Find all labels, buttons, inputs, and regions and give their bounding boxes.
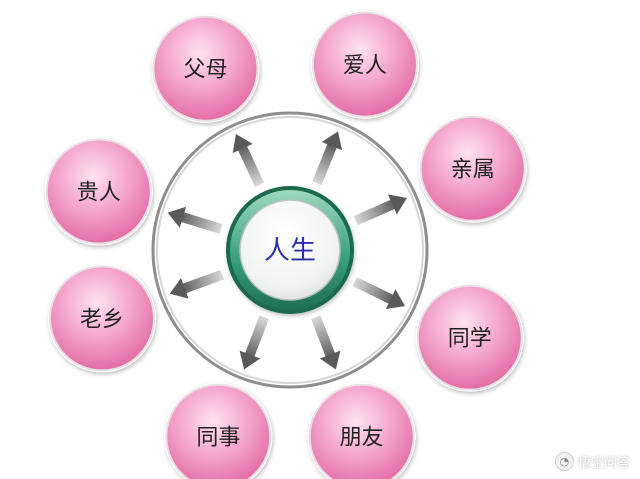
center-node: 人生 <box>226 186 354 314</box>
relation-node-4: 朋友 <box>307 382 416 479</box>
relation-node-1: 爱人 <box>310 10 419 119</box>
relation-node-6: 老乡 <box>48 264 157 373</box>
arrow-shaft <box>179 211 223 234</box>
arrow-2 <box>353 194 407 226</box>
arrow-head <box>319 350 341 370</box>
node-bubble <box>308 383 415 479</box>
arrow-head <box>169 277 189 299</box>
arrow-1 <box>312 131 343 186</box>
node-bubble <box>311 11 418 118</box>
node-bubble <box>419 115 526 222</box>
arrow-shaft <box>181 269 225 294</box>
arrow-shaft <box>352 277 395 305</box>
relation-node-7: 贵人 <box>44 137 153 246</box>
relation-node-3: 同学 <box>415 283 524 392</box>
node-bubble <box>45 138 152 245</box>
arrow-3 <box>352 277 406 309</box>
relation-node-5: 同事 <box>164 382 273 479</box>
outer-orbit-ring <box>151 111 429 389</box>
arrow-shaft <box>312 142 338 186</box>
arrow-head <box>387 194 407 215</box>
arrow-6 <box>169 269 225 299</box>
watermark: ◔ 悟空问答 <box>554 452 630 471</box>
arrow-head <box>385 289 406 309</box>
arrow-0 <box>232 133 265 187</box>
node-bubble <box>49 265 156 372</box>
center-face <box>239 199 341 301</box>
node-label: 同事 <box>196 426 240 451</box>
arrow-head <box>232 133 253 154</box>
arrow-shaft <box>311 315 336 359</box>
center-label: 人生 <box>264 236 316 266</box>
arrow-head <box>321 131 343 151</box>
arrow-shaft <box>244 315 269 359</box>
node-bubble <box>152 15 259 122</box>
arrow-head <box>167 206 187 228</box>
arrow-7 <box>167 206 223 234</box>
outer-orbit-inner-ring <box>156 116 424 384</box>
watermark-text: 悟空问答 <box>577 456 630 471</box>
arrow-head <box>239 350 261 370</box>
arrow-shaft <box>353 199 397 226</box>
node-bubble <box>416 284 523 391</box>
arrow-4 <box>311 315 341 370</box>
node-label: 朋友 <box>340 426 384 451</box>
wukong-logo-icon: ◔ <box>554 452 574 471</box>
relation-node-2: 亲属 <box>418 114 527 223</box>
node-label: 父母 <box>183 58 227 83</box>
relation-node-0: 父母 <box>151 14 260 123</box>
node-label: 同学 <box>448 327 492 352</box>
node-label: 贵人 <box>77 181 121 206</box>
node-label: 亲属 <box>451 158 495 183</box>
arrow-5 <box>239 315 269 370</box>
node-label: 老乡 <box>80 307 124 332</box>
arrow-shaft <box>237 144 265 187</box>
node-bubble <box>165 383 272 479</box>
node-label: 爱人 <box>343 54 387 79</box>
